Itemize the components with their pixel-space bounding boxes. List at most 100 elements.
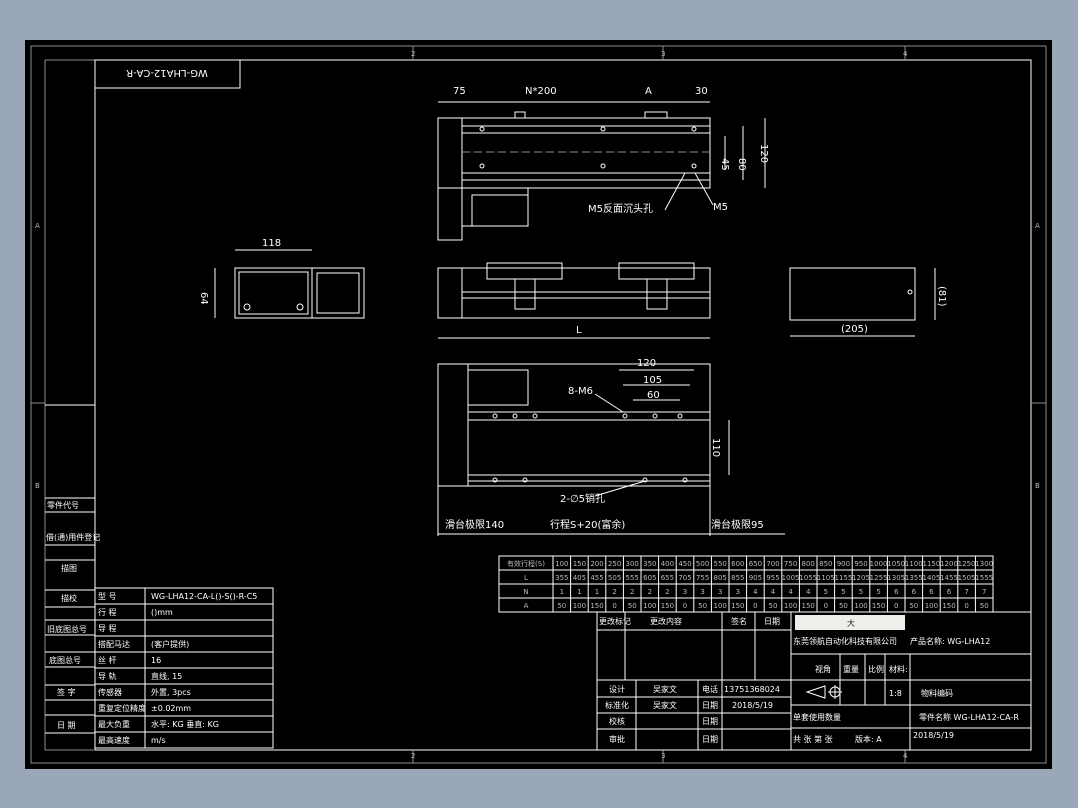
company-name: 东莞领航自动化科技有限公司 [793, 636, 897, 646]
rotated-drawing-code: WG-LHA12-CA-R [126, 67, 208, 78]
stroke-cell: 1250 [958, 560, 976, 568]
bottom-label-stroke: 行程S+20(富余) [550, 518, 625, 531]
stroke-cell: 1 [577, 588, 581, 596]
stroke-cell: 955 [766, 574, 779, 582]
scale-value: 1:8 [889, 689, 902, 698]
stroke-cell: 500 [696, 560, 709, 568]
top-dim-a: A [645, 86, 652, 97]
stroke-cell: 150 [872, 602, 885, 610]
side-view-height: (81) [936, 286, 947, 307]
design-date: 2018/5/19 [732, 701, 773, 710]
stroke-cell: 900 [837, 560, 850, 568]
stroke-cell: 1505 [958, 574, 976, 582]
zone-row-a-left: A [35, 222, 40, 230]
stroke-row-label: N [523, 588, 528, 596]
spec-label: 导 轨 [98, 671, 117, 681]
stroke-cell: 350 [643, 560, 656, 568]
stroke-cell: 2 [665, 588, 669, 596]
stroke-cell: 450 [678, 560, 691, 568]
part-name: 零件名称 WG-LHA12-CA-R [919, 712, 1019, 722]
scale-label-scale: 比例 [868, 664, 884, 674]
row-label-check: 校核 [609, 716, 625, 726]
stroke-cell: 1005 [782, 574, 800, 582]
spec-value: ±0.02mm [151, 704, 191, 713]
standardizer-name: 吴家文 [653, 700, 677, 710]
stroke-cell: 905 [749, 574, 762, 582]
top-side-dim-120: 120 [758, 144, 769, 163]
stroke-cell: 3 [683, 588, 687, 596]
top-view: 75 N*200 A 30 45 80 120 M5反面沉头孔 M5 [437, 86, 769, 241]
stroke-cell: 0 [824, 602, 828, 610]
date-label-1: 日期 [702, 701, 718, 710]
stroke-cell: 3 [718, 588, 722, 596]
top-dim-75: 75 [453, 86, 466, 97]
spec-label: 最大负重 [98, 719, 130, 729]
date-bottom: 2018/5/19 [913, 731, 954, 740]
inner-frame [94, 59, 1032, 751]
stroke-cell: 100 [643, 602, 656, 610]
stroke-cell: 505 [608, 574, 621, 582]
designer-name: 吴家文 [653, 684, 677, 694]
row-label-design: 设计 [609, 684, 625, 694]
stroke-cell: 3 [736, 588, 740, 596]
bottom-label-limit-140: 滑台极限140 [445, 518, 504, 531]
spec-value: 直线, 15 [151, 671, 182, 681]
stroke-cell: 1405 [922, 574, 940, 582]
zone-col-4-top: 4 [903, 50, 908, 58]
stroke-cell: 0 [894, 602, 898, 610]
zone-col-2-top: 2 [411, 50, 415, 58]
rev-header-mark: 更改标记 [599, 616, 631, 626]
stroke-cell: 150 [590, 602, 603, 610]
stroke-cell: 1050 [887, 560, 905, 568]
stroke-cell: 655 [661, 574, 674, 582]
stroke-cell: 100 [714, 602, 727, 610]
stroke-cell: 1155 [834, 574, 852, 582]
bottom-dim-120: 120 [637, 358, 656, 369]
spec-label: 最高速度 [98, 735, 130, 745]
phone-number: 13751368024 [724, 685, 780, 694]
spec-value: (客户提供) [151, 639, 189, 649]
stroke-cell: 455 [590, 574, 603, 582]
spec-value: 外置, 3pcs [151, 687, 191, 697]
side-label-trace-check: 描校 [61, 593, 77, 603]
stroke-cell: 50 [909, 602, 918, 610]
stroke-cell: 50 [980, 602, 989, 610]
stroke-cell: 150 [802, 602, 815, 610]
spec-value: 水平: KG 垂直: KG [151, 719, 219, 729]
stroke-cell: 5 [876, 588, 880, 596]
bottom-label-limit-95: 滑台极限95 [711, 518, 764, 531]
zone-col-3-bottom: 3 [661, 752, 665, 760]
spec-label: 型 号 [98, 592, 117, 601]
stroke-cell: 550 [714, 560, 727, 568]
stroke-cell: 0 [964, 602, 968, 610]
scale-label-material: 材料: [889, 664, 908, 674]
stroke-cell: 100 [925, 602, 938, 610]
stroke-cell: 600 [731, 560, 744, 568]
drawing-canvas[interactable]: 2 3 4 2 3 4 A B A B WG-LHA12-CA-R 零件代号 借… [25, 40, 1052, 769]
side-label-trace: 描图 [61, 563, 77, 573]
stroke-cell: 1555 [975, 574, 993, 582]
stroke-cell: 50 [839, 602, 848, 610]
stroke-cell: 200 [590, 560, 603, 568]
stroke-cell: 5 [841, 588, 845, 596]
stroke-cell: 5 [859, 588, 863, 596]
stroke-cell: 4 [753, 588, 758, 596]
cad-drawing: 2 3 4 2 3 4 A B A B WG-LHA12-CA-R 零件代号 借… [30, 45, 1047, 764]
stroke-cell: 1000 [870, 560, 888, 568]
spec-value: ()mm [151, 608, 173, 617]
stroke-cell: 1100 [905, 560, 923, 568]
rev-header-content: 更改内容 [650, 616, 682, 626]
stroke-cell: 1200 [940, 560, 958, 568]
stroke-cell: 3 [700, 588, 704, 596]
top-side-dim-45: 45 [719, 158, 730, 171]
side-label-column: 零件代号 借(通)用件登记 描图 描校 旧底图总号 底图总号 签 字 日 期 [45, 404, 100, 734]
stroke-cell: 300 [626, 560, 639, 568]
zone-row-a-right: A [1035, 222, 1040, 230]
top-dim-n200: N*200 [525, 86, 557, 97]
stroke-cell: 7 [964, 588, 968, 596]
spec-label: 导 程 [98, 624, 117, 633]
stroke-cell: 1355 [905, 574, 923, 582]
side-label-sign: 签 字 [57, 687, 76, 697]
stroke-cell: 150 [942, 602, 955, 610]
